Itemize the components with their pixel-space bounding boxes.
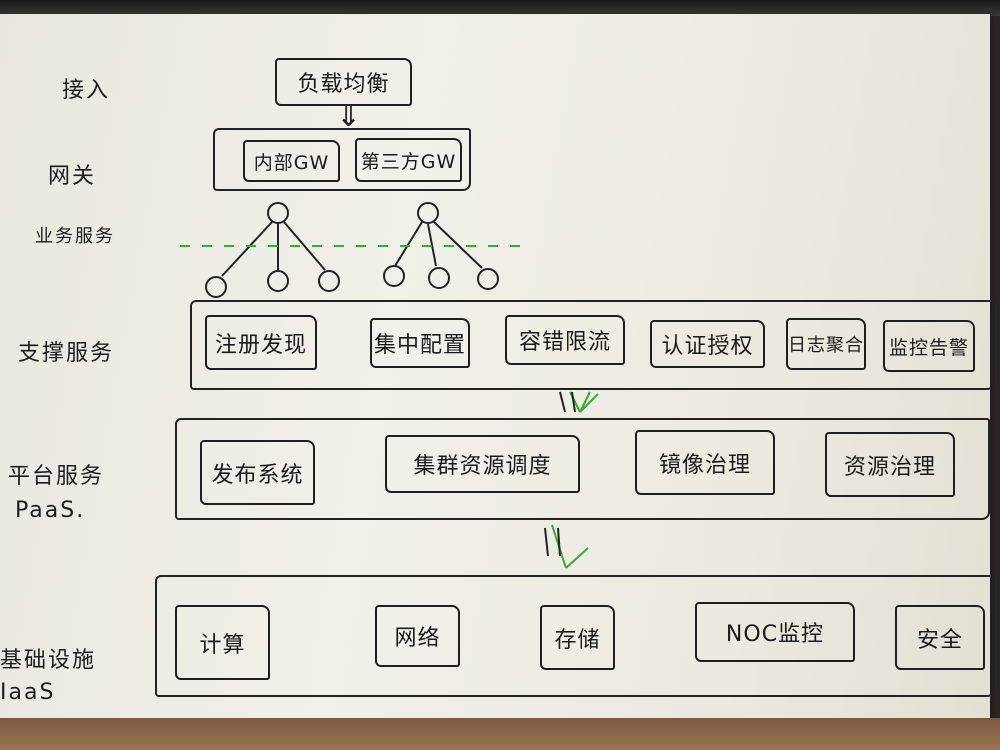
layer-sublabel-iaas: IaaS <box>0 680 56 705</box>
iaas-item: NOC监控 <box>695 602 855 662</box>
load-balancer-box: 负载均衡 <box>275 58 412 106</box>
support-item: 监控告警 <box>883 320 975 372</box>
layer-label-paas: 平台服务 <box>8 464 105 489</box>
paas-layer-box <box>175 418 990 520</box>
layer-label-gateway: 网关 <box>48 164 97 189</box>
third-party-gw-box: 第三方GW <box>355 138 462 182</box>
notebook-page <box>0 14 990 719</box>
support-item: 容错限流 <box>505 315 625 365</box>
support-item: 认证授权 <box>650 320 765 368</box>
down-arrow-icon: ⇓ <box>336 99 362 134</box>
layer-label-business: 业务服务 <box>35 226 115 247</box>
layer-sublabel-paas: PaaS. <box>15 498 86 523</box>
service-node <box>383 265 405 287</box>
iaas-item: 存储 <box>540 605 615 670</box>
layer-label-support: 支撑服务 <box>18 341 115 366</box>
iaas-item: 计算 <box>175 605 270 680</box>
paas-item: 资源治理 <box>825 432 955 497</box>
layer-label-iaas: 基础设施 <box>0 648 97 673</box>
support-item: 日志聚合 <box>786 318 866 370</box>
paas-item: 集群资源调度 <box>385 435 580 493</box>
support-item: 集中配置 <box>370 318 470 368</box>
iaas-item: 安全 <box>895 605 985 670</box>
service-node <box>477 268 499 290</box>
paas-item: 发布系统 <box>200 440 315 505</box>
internal-gw-box: 内部GW <box>243 140 340 182</box>
notebook-binding <box>0 0 1000 16</box>
support-item: 注册发现 <box>205 315 317 370</box>
service-node <box>318 270 340 292</box>
support-layer-box <box>190 300 995 390</box>
service-node <box>267 202 289 224</box>
service-node <box>428 267 450 289</box>
service-node <box>205 276 227 298</box>
service-node <box>267 270 289 292</box>
gateway-layer-box <box>213 128 471 191</box>
iaas-layer-box <box>155 575 995 697</box>
paas-item: 镜像治理 <box>635 430 775 495</box>
iaas-item: 网络 <box>375 605 460 667</box>
table-surface <box>0 718 1000 750</box>
layer-label-access: 接入 <box>62 78 111 103</box>
service-node <box>417 202 439 224</box>
